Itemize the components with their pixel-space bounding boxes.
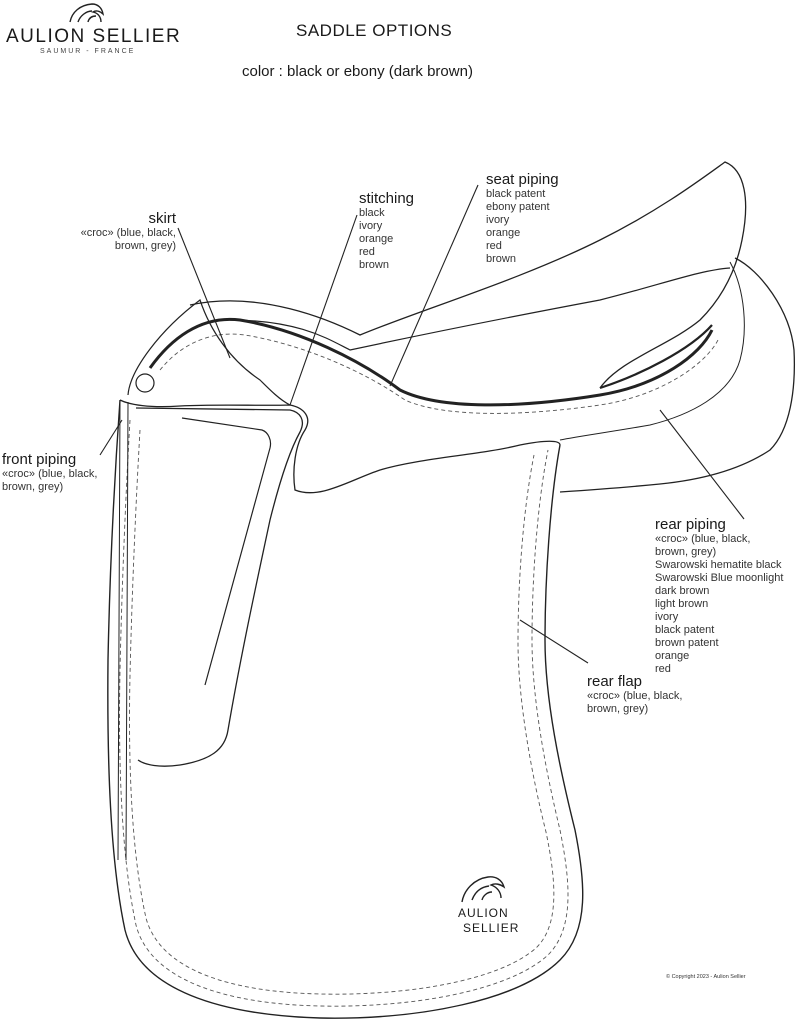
stitching-options: black ivory orange red brown <box>359 207 414 272</box>
rear-piping-callout: rear piping «croc» (blue, black, brown, … <box>655 516 783 676</box>
rear-piping-option: «croc» (blue, black, <box>655 533 751 545</box>
stitching-label: stitching <box>359 190 415 207</box>
cantle-outline <box>189 161 747 389</box>
stitching-leader-line <box>289 214 358 406</box>
rear-flap-option: brown, grey) <box>587 703 649 715</box>
front-piping-option: «croc» (blue, black, <box>2 468 98 480</box>
seat-stitching <box>159 333 719 414</box>
skirt-options: «croc» (blue, black, brown, grey) <box>81 227 176 253</box>
rear-piping-option: Swarowski hematite black <box>655 559 782 571</box>
rear-piping-option: red <box>655 663 671 675</box>
brand-wordmark: AULION SELLIER <box>6 26 182 47</box>
horse-head-logo-icon <box>69 3 105 23</box>
stitching-option: orange <box>359 233 394 245</box>
front-piping-label: front piping <box>2 451 77 468</box>
rear-piping-option: brown patent <box>655 637 719 649</box>
seat-piping-option: ebony patent <box>486 201 550 213</box>
stitching-callout: stitching black ivory orange red brown <box>359 190 414 272</box>
rear-piping-option: ivory <box>655 611 679 623</box>
knee-block-line <box>181 417 272 686</box>
seat-piping-option: ivory <box>486 214 510 226</box>
front-piping-option: brown, grey) <box>2 481 64 493</box>
skirt-callout: skirt «croc» (blue, black, brown, grey) <box>81 210 176 253</box>
rear-piping-option: black patent <box>655 624 715 636</box>
rear-piping-options: «croc» (blue, black, brown, grey) Swarow… <box>655 533 783 676</box>
rear-piping-line <box>599 324 713 390</box>
rear-piping-option: orange <box>655 650 690 662</box>
brand-location: SAUMUR - FRANCE <box>40 48 136 55</box>
watermark-wordmark-line1: AULION <box>458 906 509 920</box>
front-piping-leader-line <box>99 419 123 456</box>
skirt-outline <box>127 299 291 406</box>
rear-flap-leader-line <box>519 619 589 664</box>
seat-piping-line <box>148 317 714 407</box>
front-piping-strip <box>117 399 129 861</box>
seat-piping-option: brown <box>486 253 516 265</box>
rear-flap-option: «croc» (blue, black, <box>587 690 683 702</box>
rear-piping-option: light brown <box>655 598 709 610</box>
stitching-option: ivory <box>359 220 383 232</box>
leader-lines <box>99 184 745 664</box>
copyright-notice: © Copyright 2023 - Aulion Sellier <box>666 974 746 980</box>
main-flap-outline <box>107 399 584 1019</box>
rear-panel-outline <box>559 257 795 493</box>
skirt-label: skirt <box>148 210 177 227</box>
skirt-rivet <box>135 373 155 393</box>
seat-piping-label: seat piping <box>486 171 559 188</box>
front-flap-outline <box>119 399 561 494</box>
rear-piping-label: rear piping <box>655 516 726 533</box>
skirt-option: brown, grey) <box>114 240 176 252</box>
watermark-horse-head-icon <box>461 876 506 903</box>
rear-flap-label: rear flap <box>587 673 643 690</box>
rear-piping-option: dark brown <box>655 585 710 597</box>
watermark-wordmark-line2: SELLIER <box>463 921 520 935</box>
rear-flap-options: «croc» (blue, black, brown, grey) <box>587 690 682 716</box>
page-title: SADDLE OPTIONS <box>296 21 453 40</box>
seat-piping-leader-line <box>389 184 479 387</box>
stitching-option: brown <box>359 259 389 271</box>
front-piping-callout: front piping «croc» (blue, black, brown,… <box>2 451 97 494</box>
seat-piping-option: red <box>486 240 502 252</box>
main-flap-stitching-inner <box>129 429 555 995</box>
rear-piping-leader-line <box>659 409 745 520</box>
skirt-leader-line <box>177 227 231 359</box>
seat-piping-options: black patent ebony patent ivory orange r… <box>486 188 559 266</box>
skirt-option: «croc» (blue, black, <box>80 227 176 239</box>
front-piping-options: «croc» (blue, black, brown, grey) <box>2 468 97 494</box>
stitching-option: red <box>359 246 375 258</box>
seat-piping-callout: seat piping black patent ebony patent iv… <box>486 171 559 266</box>
rear-piping-option: brown, grey) <box>655 546 717 558</box>
knee-roll-outline <box>135 407 304 767</box>
rear-panel-inner <box>559 261 745 441</box>
stitching-option: black <box>359 207 385 219</box>
seat-inner-line <box>229 267 731 351</box>
page-subtitle: color : black or ebony (dark brown) <box>242 63 473 80</box>
seat-piping-option: black patent <box>486 188 546 200</box>
rear-piping-option: Swarowski Blue moonlight <box>655 572 784 584</box>
rear-flap-callout: rear flap «croc» (blue, black, brown, gr… <box>587 673 682 716</box>
seat-piping-option: orange <box>486 227 521 239</box>
